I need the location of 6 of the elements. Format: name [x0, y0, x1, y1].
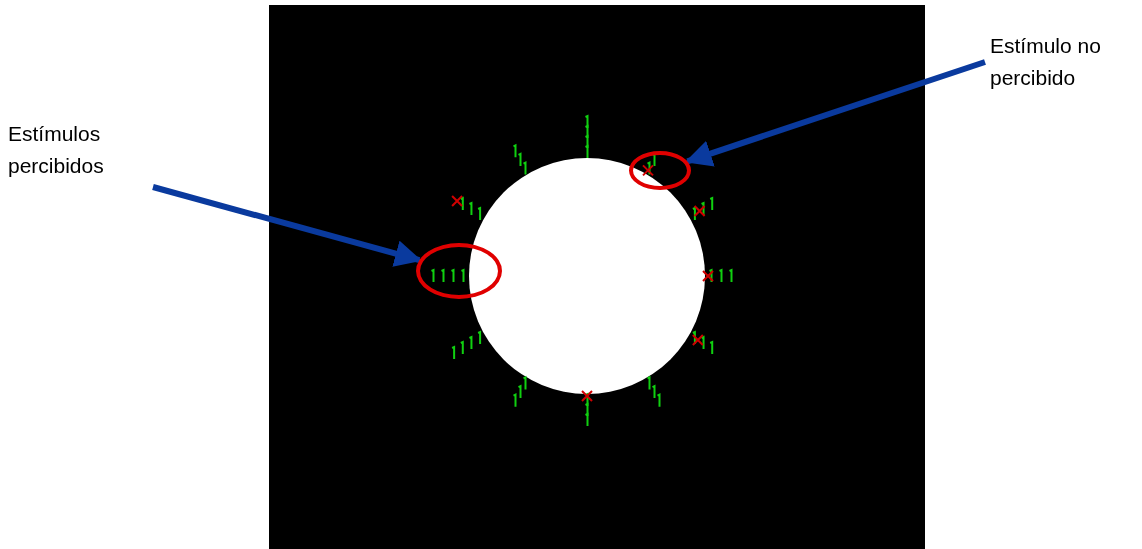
annotation-text: Estímulos percibidos [8, 121, 105, 179]
highlight-ellipse [416, 243, 502, 299]
annotation-text: Estímulo no percibido [990, 33, 1102, 91]
arrow [152, 184, 422, 267]
highlight-ellipse [629, 151, 691, 190]
arrow [684, 59, 986, 167]
